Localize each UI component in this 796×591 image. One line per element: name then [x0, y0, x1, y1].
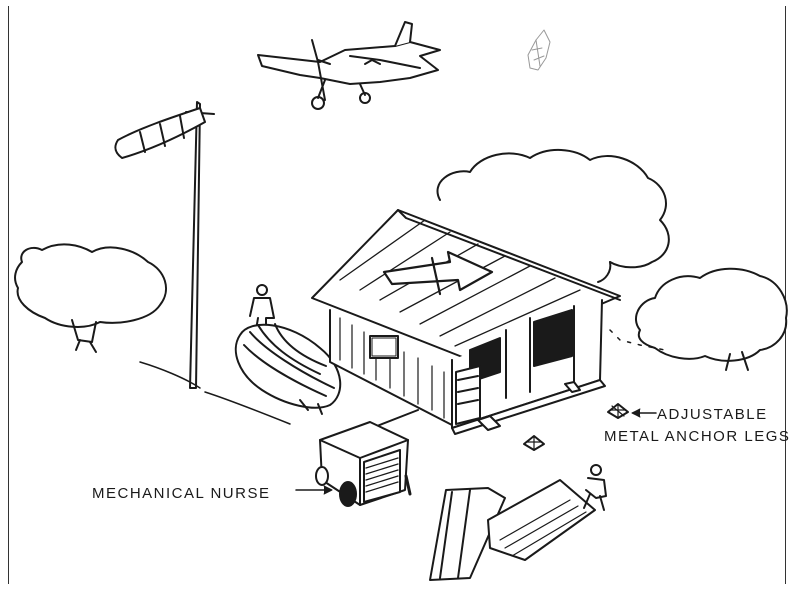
airplane [258, 22, 440, 109]
anchor-leg-2 [524, 436, 544, 450]
mechanical-nurse-cart [316, 422, 410, 506]
left-tree [15, 244, 166, 352]
anchor-label-line2: METAL ANCHOR LEGS [604, 428, 790, 446]
anchor-leader [632, 409, 656, 417]
crate-panels [430, 480, 595, 580]
nurse-leader [296, 486, 332, 494]
anchor-leg-1 [608, 404, 628, 418]
mechanical-nurse-label: MECHANICAL NURSE [92, 485, 270, 503]
anchor-label-line1: ADJUSTABLE [657, 406, 768, 424]
person-left [250, 285, 274, 330]
mechanical-sled [236, 324, 340, 414]
sketch-scribble [528, 30, 550, 70]
